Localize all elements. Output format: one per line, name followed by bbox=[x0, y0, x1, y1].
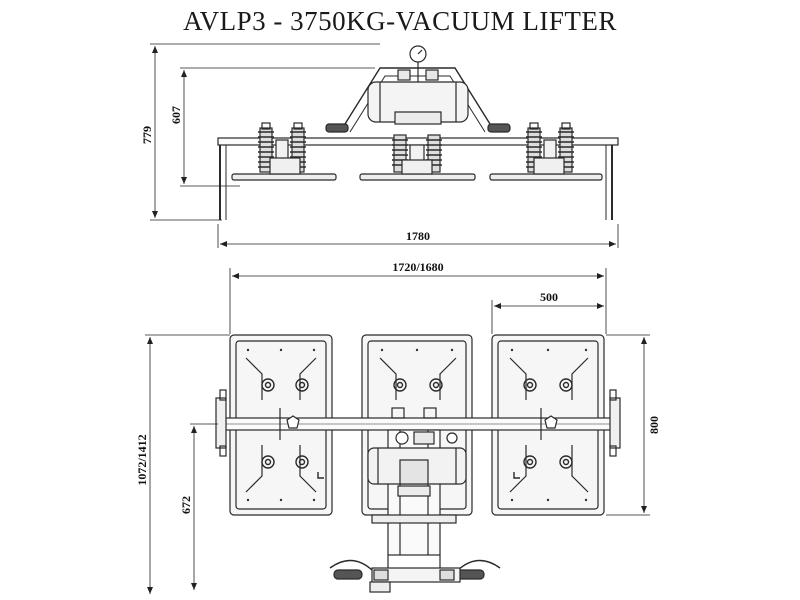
top-beam-end-right bbox=[609, 397, 621, 449]
side-handle-left bbox=[325, 123, 349, 133]
top-handle-bar bbox=[371, 567, 461, 583]
dim-779-label: 779 bbox=[140, 126, 154, 144]
top-mounts bbox=[261, 378, 573, 469]
side-pad-center bbox=[359, 173, 476, 181]
side-dimensions bbox=[150, 43, 619, 248]
top-handle-left-curve bbox=[329, 559, 373, 571]
top-marker-right bbox=[544, 415, 558, 429]
dim-800-label: 800 bbox=[647, 416, 661, 434]
dim-1780-label: 1780 bbox=[406, 229, 430, 243]
top-grip-left bbox=[333, 569, 363, 580]
top-marker-left bbox=[286, 415, 300, 429]
dim-672-label: 672 bbox=[179, 496, 193, 514]
drawing-title: AVLP3 - 3750KG-VACUUM LIFTER bbox=[183, 6, 617, 36]
top-dimensions bbox=[145, 268, 650, 594]
side-pad-left bbox=[231, 173, 337, 181]
top-view bbox=[215, 334, 621, 593]
side-springs-right bbox=[526, 122, 574, 173]
side-view bbox=[217, 45, 619, 220]
side-handle-right bbox=[487, 123, 511, 133]
side-pad-right bbox=[489, 173, 603, 181]
dim-1720-label: 1720/1680 bbox=[392, 260, 443, 274]
dim-500-label: 500 bbox=[540, 290, 558, 304]
dim-607-label: 607 bbox=[169, 106, 183, 124]
dim-1072-label: 1072/1412 bbox=[135, 434, 149, 485]
top-handle-right-curve bbox=[457, 559, 501, 571]
top-gauge bbox=[395, 431, 409, 445]
top-beam-end-left bbox=[215, 397, 227, 449]
